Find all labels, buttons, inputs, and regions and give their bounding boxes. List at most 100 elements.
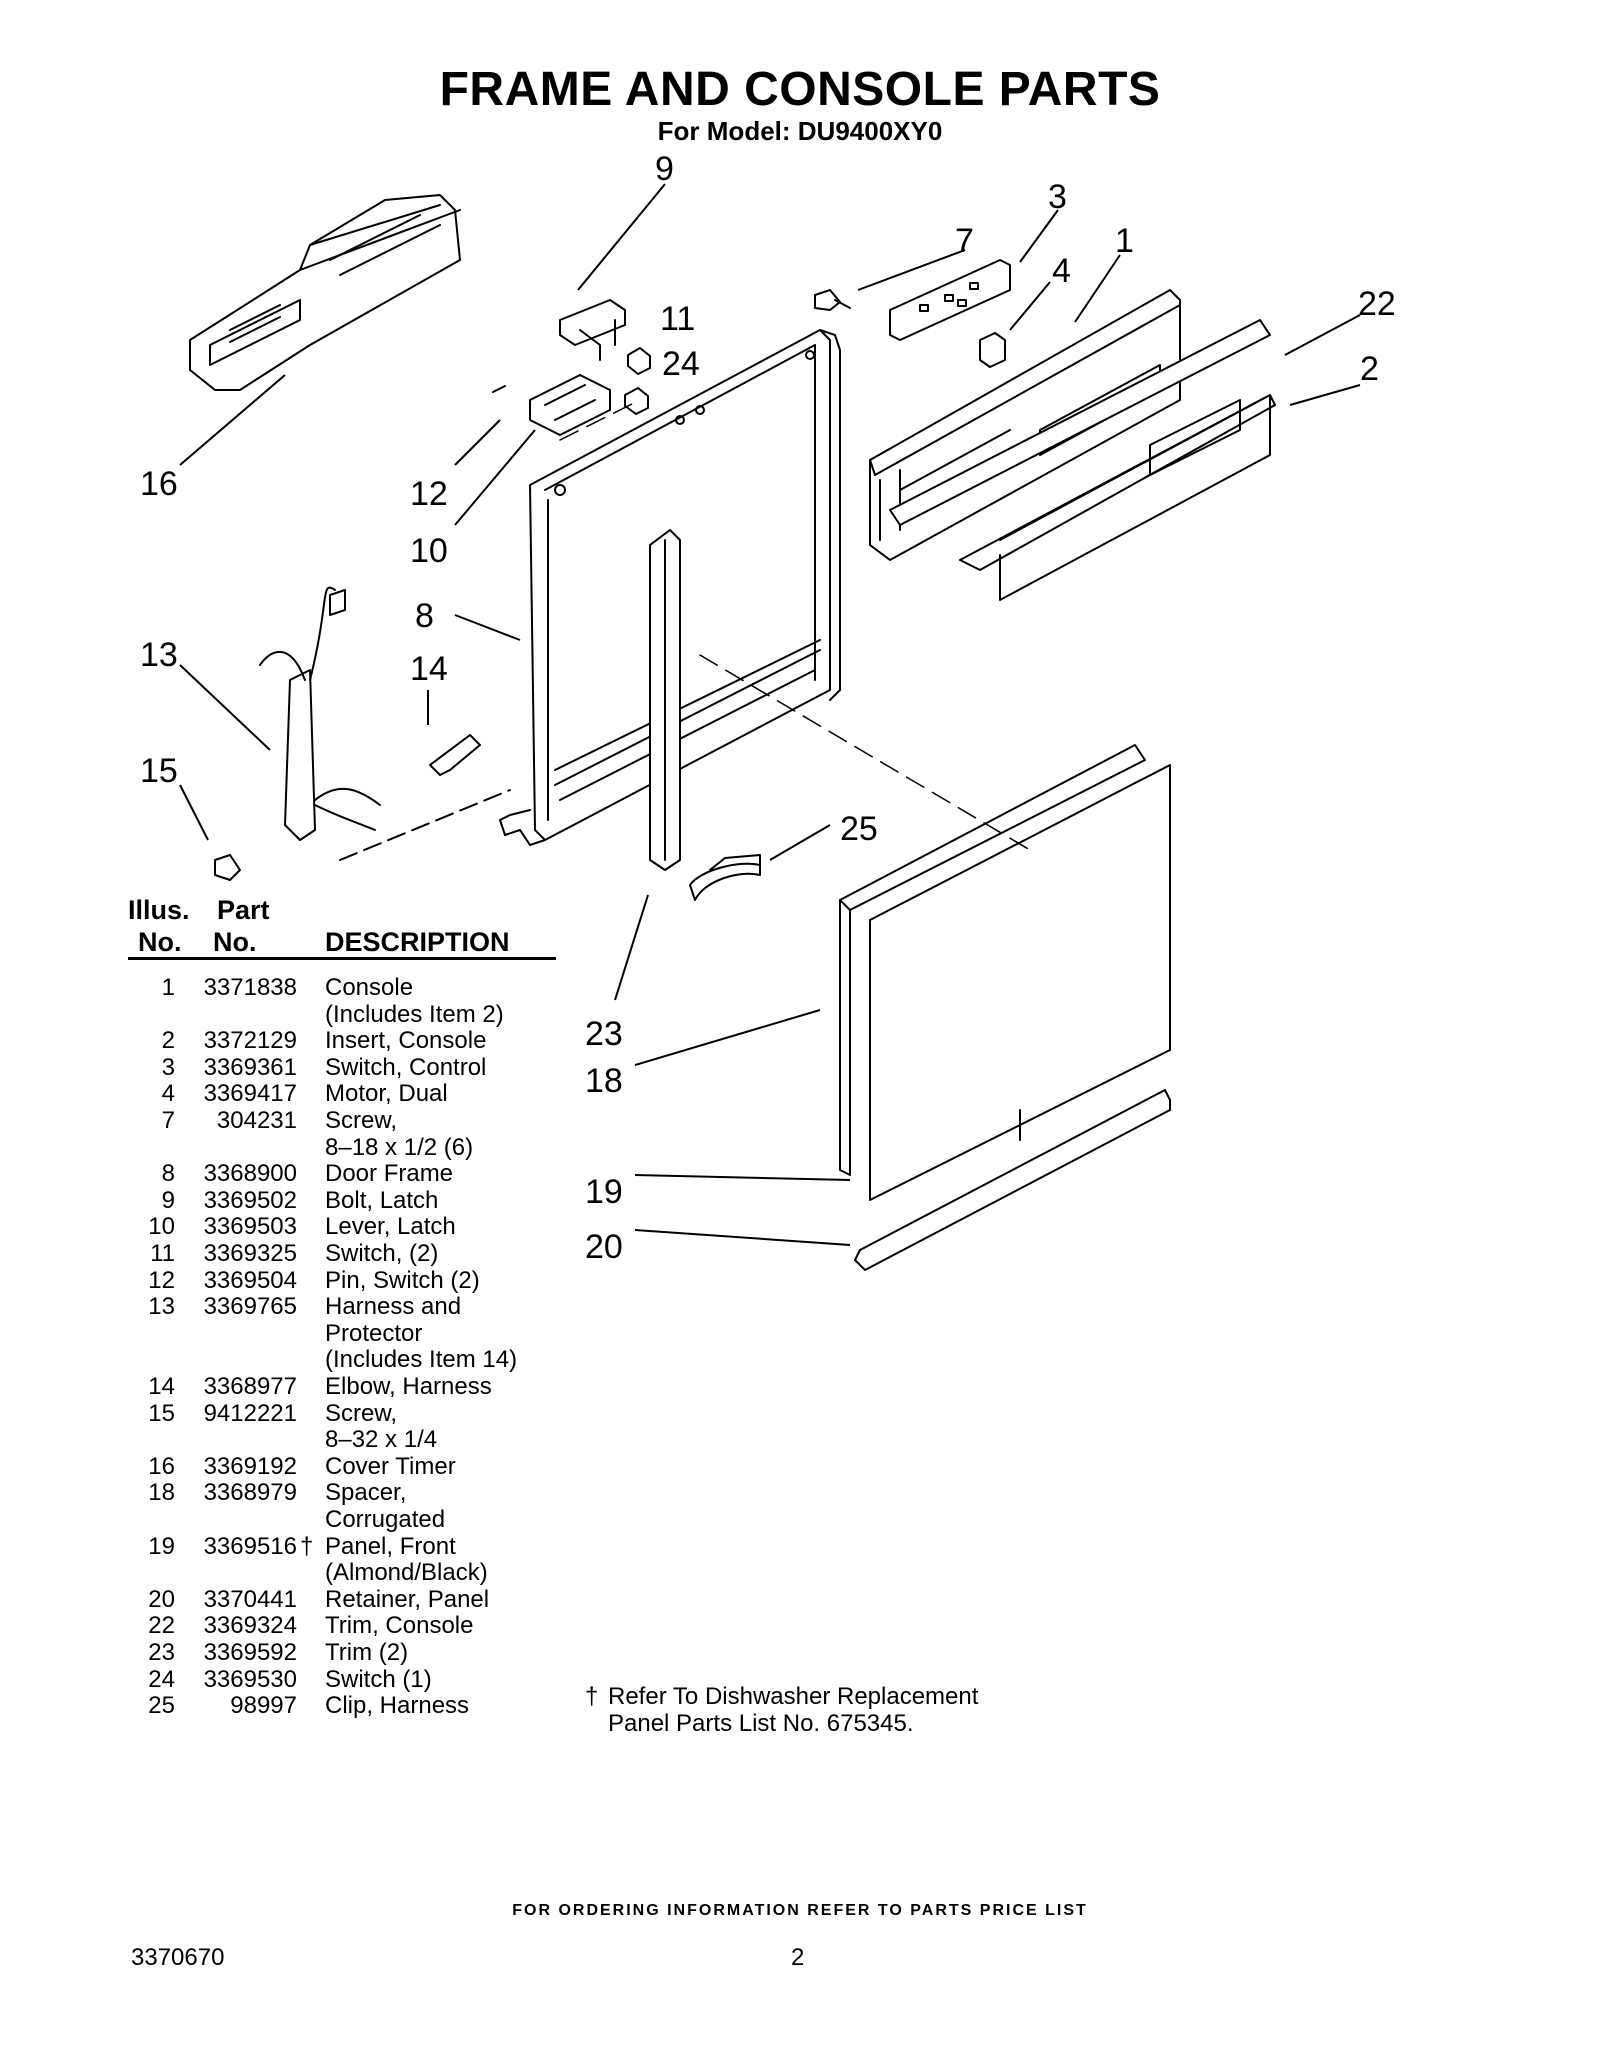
illus-no: 23 xyxy=(148,1639,175,1666)
callout-7: 7 xyxy=(955,222,974,260)
table-row: 9 3369502 Bolt, Latch xyxy=(0,1186,600,1215)
footnote-line-2: Panel Parts List No. 675345. xyxy=(608,1710,914,1737)
part-no: 98997 xyxy=(230,1692,297,1720)
callout-1: 1 xyxy=(1115,222,1134,260)
part-header-bottom: No. xyxy=(213,927,257,957)
callout-23: 23 xyxy=(585,1015,623,1053)
part-no: 3368977 xyxy=(203,1373,297,1400)
table-row: 7 304231 Screw,8–18 x 1/2 (6) xyxy=(0,1108,600,1161)
description-line: Screw, xyxy=(325,1107,398,1134)
callout-13: 13 xyxy=(140,636,178,674)
description-line: Corrugated xyxy=(325,1505,446,1533)
description-line: Screw, xyxy=(325,1399,398,1427)
illus-no: 9 xyxy=(161,1186,175,1214)
description-line: Cover Timer xyxy=(325,1452,456,1480)
illus-no: 8 xyxy=(161,1160,175,1188)
description-line: Spacer, xyxy=(325,1479,407,1507)
illus-no: 19 xyxy=(148,1532,175,1560)
description-line: Harness and xyxy=(325,1293,462,1321)
document-number: 3370670 xyxy=(131,1944,225,1971)
description-line: Trim, Console xyxy=(325,1612,474,1640)
part-no: 3370441 xyxy=(203,1585,297,1613)
table-row: 10 3369503 Lever, Latch xyxy=(0,1214,600,1241)
harness-drawing xyxy=(214,586,511,881)
callout-25: 25 xyxy=(840,810,878,848)
illus-no: 24 xyxy=(148,1665,175,1693)
dagger-symbol: † xyxy=(585,1683,599,1710)
description-line: Switch, Control xyxy=(325,1053,487,1081)
description-line: Door Frame xyxy=(325,1160,454,1188)
part-no: 3369417 xyxy=(203,1080,297,1108)
part-no: 3369502 xyxy=(203,1186,297,1214)
callout-2: 2 xyxy=(1360,350,1379,388)
part-header-top: Part xyxy=(217,895,270,925)
description-line: Retainer, Panel xyxy=(325,1585,490,1613)
callout-9: 9 xyxy=(655,150,674,188)
part-no: 3369765 xyxy=(203,1293,297,1321)
illus-no: 2 xyxy=(161,1027,175,1055)
description-line: Console xyxy=(325,974,414,1001)
illus-no: 3 xyxy=(161,1053,175,1081)
part-no: 3369324 xyxy=(203,1612,297,1640)
callout-18: 18 xyxy=(585,1062,623,1100)
part-no: 3371838 xyxy=(203,974,297,1001)
description-line: Trim (2) xyxy=(325,1639,409,1666)
description-line: 8–32 x 1/4 xyxy=(325,1426,438,1454)
illus-no: 12 xyxy=(148,1266,175,1294)
description-line: 8–18 x 1/2 (6) xyxy=(325,1133,474,1161)
illus-no: 14 xyxy=(148,1373,175,1400)
callout-11: 11 xyxy=(660,300,695,338)
door-frame-drawing xyxy=(499,329,841,846)
description-line: Panel, Front xyxy=(325,1532,456,1560)
illus-no: 18 xyxy=(148,1479,175,1507)
table-row: 19 3369516† Panel, Front(Almond/Black) xyxy=(0,1532,600,1587)
illus-header-top: Illus. xyxy=(128,895,190,925)
description-line: Clip, Harness xyxy=(325,1692,470,1720)
table-row: 23 3369592 Trim (2) xyxy=(0,1640,600,1667)
part-no: 3369592 xyxy=(203,1639,297,1666)
exploded-parts-diagram: 1 2 3 4 7 8 9 10 11 12 13 14 15 16 18 19… xyxy=(140,150,1396,1271)
callout-24: 24 xyxy=(662,345,700,383)
model-subtitle: For Model: DU9400XY0 xyxy=(657,116,943,146)
page-title: FRAME AND CONSOLE PARTS xyxy=(439,63,1161,116)
callout-15: 15 xyxy=(140,752,178,790)
part-no: 3369192 xyxy=(203,1452,297,1480)
description-line: Lever, Latch xyxy=(325,1213,456,1241)
description-line: (Almond/Black) xyxy=(325,1559,488,1587)
illus-no: 11 xyxy=(150,1240,175,1267)
dagger-mark: † xyxy=(300,1532,314,1560)
description-header: DESCRIPTION xyxy=(325,927,510,957)
latch-assembly-drawing xyxy=(492,299,651,436)
callout-3: 3 xyxy=(1048,178,1067,216)
callout-4: 4 xyxy=(1052,252,1071,290)
callout-22: 22 xyxy=(1358,285,1396,323)
illus-no: 1 xyxy=(161,974,175,1001)
clip-drawing xyxy=(689,854,761,901)
illus-header-bottom: No. xyxy=(138,927,182,957)
part-no: 3369503 xyxy=(203,1213,297,1241)
description-line: Bolt, Latch xyxy=(325,1186,439,1214)
illus-no: 22 xyxy=(148,1612,175,1640)
description-line: Switch (1) xyxy=(325,1665,432,1693)
illus-no: 15 xyxy=(148,1399,175,1427)
illus-no: 7 xyxy=(161,1107,175,1134)
console-drawing xyxy=(869,289,1276,601)
illus-no: 13 xyxy=(148,1293,175,1321)
part-no: 3372129 xyxy=(203,1027,297,1055)
description-line: Protector xyxy=(325,1319,423,1347)
screw-7-drawing xyxy=(814,289,851,311)
footnote-line-1: Refer To Dishwasher Replacement xyxy=(608,1683,979,1710)
part-no: 304231 xyxy=(216,1107,297,1134)
part-no: 3369516 xyxy=(203,1532,297,1560)
illus-no: 10 xyxy=(148,1213,175,1241)
callout-12: 12 xyxy=(410,475,448,513)
